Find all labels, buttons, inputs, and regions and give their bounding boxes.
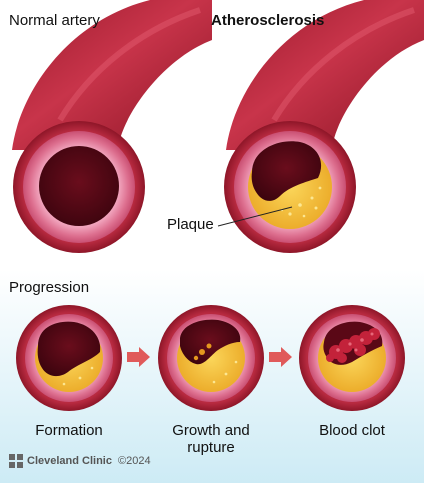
normal-artery-illustration <box>12 0 212 253</box>
atherosclerosis-label: Atherosclerosis <box>211 12 325 29</box>
stage-blood-clot-line1: Blood clot <box>319 422 385 439</box>
stage-growth-rupture-line2: rupture <box>187 439 235 456</box>
stage-growth-rupture-label: Growth and rupture <box>158 422 264 456</box>
footer-brand: Cleveland Clinic <box>27 455 112 467</box>
normal-artery-lumen <box>39 146 119 226</box>
progression-arrow-2 <box>269 347 292 367</box>
stage-formation-line1: Formation <box>35 422 103 439</box>
formation-cross-section <box>16 305 122 411</box>
progression-arrow-1 <box>127 347 150 367</box>
normal-artery-label: Normal artery <box>9 12 100 29</box>
atherosclerosis-lumen <box>251 141 322 201</box>
stage-growth-rupture-line1: Growth and <box>172 422 250 439</box>
growth-rupture-cross-section <box>158 305 264 411</box>
atherosclerosis-artery-illustration <box>217 0 424 253</box>
stage-formation-label: Formation <box>19 422 119 439</box>
progression-label: Progression <box>9 279 90 296</box>
blood-clot-cross-section <box>299 305 405 411</box>
plaque-label: Plaque <box>167 216 214 233</box>
stage-blood-clot-label: Blood clot <box>302 422 402 439</box>
plaque-pointer-line <box>217 206 293 227</box>
footer: Cleveland Clinic ©2024 <box>9 454 151 468</box>
footer-copyright: ©2024 <box>117 455 151 467</box>
cleveland-clinic-logo-icon <box>9 454 23 468</box>
